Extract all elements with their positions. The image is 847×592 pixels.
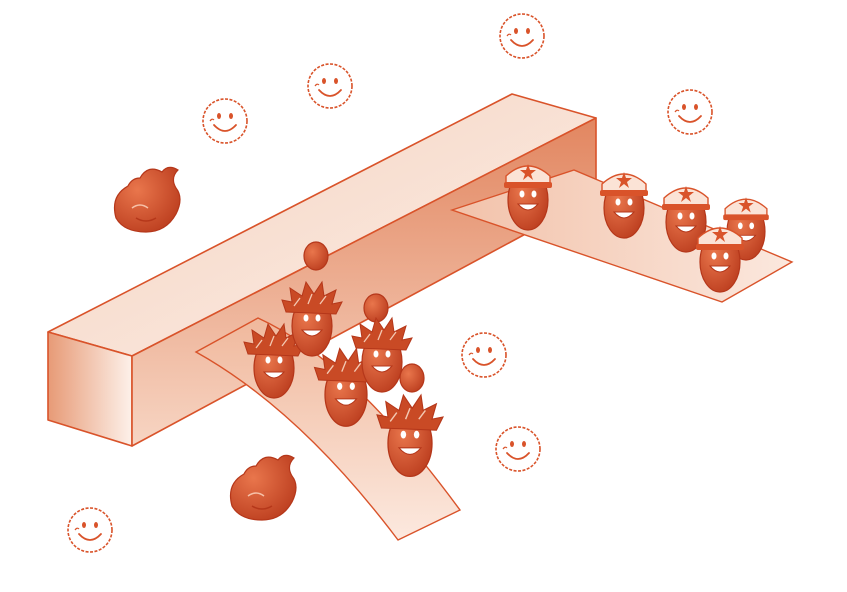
flame-group — [113, 166, 297, 521]
capped-characters — [504, 164, 769, 293]
smiley-icon — [667, 89, 713, 135]
spiky-hair-character — [351, 316, 413, 393]
spiky-hair-character — [243, 322, 305, 399]
capped-character — [662, 186, 710, 253]
ramp-characters — [243, 241, 444, 478]
smiley-group — [67, 13, 713, 553]
capped-character — [696, 226, 744, 293]
smiley-icon — [461, 332, 507, 378]
character-topknot — [399, 363, 425, 393]
character-topknot — [303, 241, 329, 271]
flame-creature-icon — [229, 454, 297, 521]
spiky-hair-character — [376, 393, 444, 478]
smiley-icon — [202, 98, 248, 144]
smiley-icon — [499, 13, 545, 59]
smiley-icon — [67, 507, 113, 553]
capped-character — [504, 164, 552, 231]
flame-creature-icon — [113, 166, 181, 233]
capped-character — [600, 172, 648, 239]
smiley-icon — [307, 63, 353, 109]
smiley-icon — [495, 426, 541, 472]
spiky-hair-character — [313, 347, 379, 427]
spiky-hair-character — [281, 280, 343, 357]
